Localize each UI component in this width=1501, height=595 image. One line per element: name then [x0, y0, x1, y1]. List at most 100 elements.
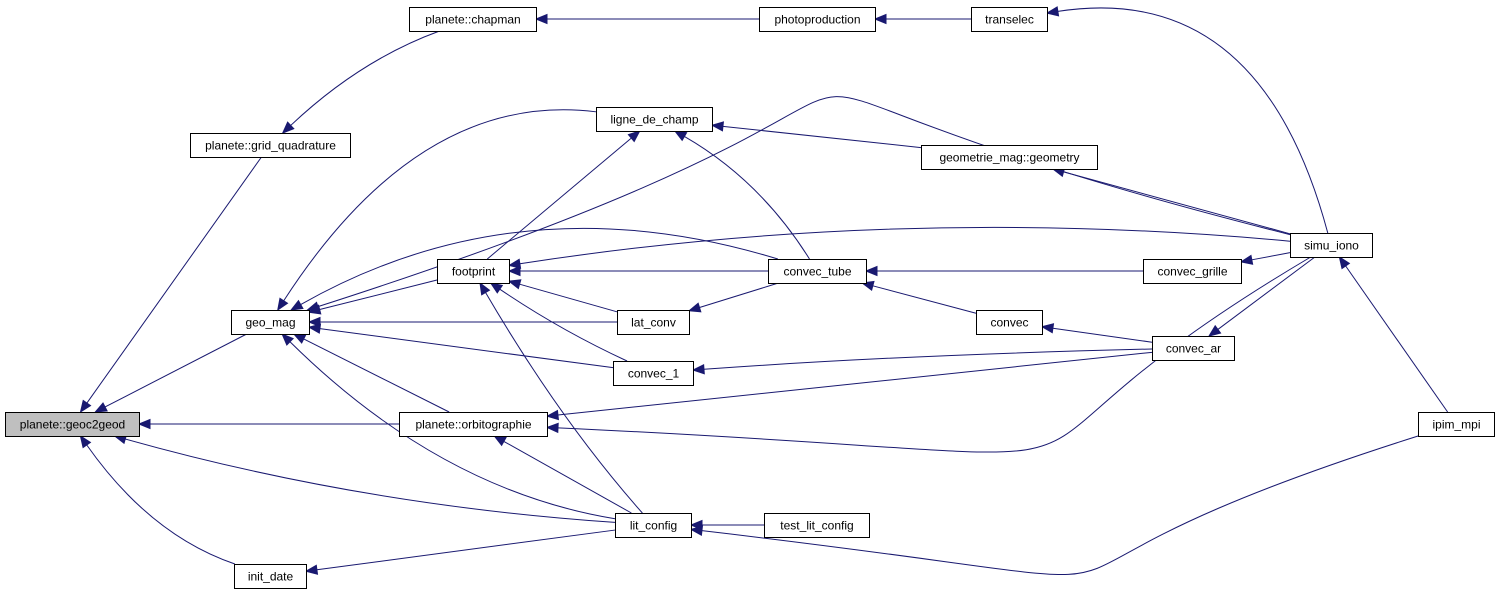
- arrowhead: [507, 258, 522, 269]
- node-box[interactable]: [1418, 412, 1495, 437]
- edge-line: [86, 444, 236, 565]
- node-box[interactable]: [617, 310, 690, 335]
- node-test-lit-config[interactable]: test_lit_config: [764, 513, 870, 538]
- node-geometry[interactable]: geometrie_mag::geometry: [921, 145, 1098, 170]
- arrowhead: [873, 13, 887, 25]
- node-box[interactable]: [921, 145, 1098, 170]
- node-ipim-mpi[interactable]: ipim_mpi: [1418, 412, 1495, 437]
- node-label: lit_config: [630, 519, 677, 533]
- edge-line: [289, 341, 616, 520]
- node-label: planete::geoc2geod: [20, 418, 125, 432]
- edge-line: [316, 529, 616, 571]
- node-convec-tube[interactable]: convec_tube: [768, 259, 867, 284]
- node-box[interactable]: [409, 7, 537, 32]
- arrowhead: [687, 302, 702, 313]
- node-box[interactable]: [234, 564, 307, 589]
- arrowhead: [627, 130, 641, 143]
- node-box[interactable]: [764, 513, 870, 538]
- node-geo-mag[interactable]: geo_mag: [231, 310, 310, 335]
- edge-line: [519, 226, 1291, 265]
- edge-simu_iono-to-transelec: [1045, 6, 1329, 234]
- edge-line: [699, 282, 779, 309]
- arrowhead: [507, 279, 522, 290]
- edge-line: [503, 440, 632, 514]
- node-label: convec: [990, 316, 1028, 330]
- edge-simu_iono-to-geometry: [1051, 166, 1291, 235]
- node-box[interactable]: [1152, 336, 1235, 361]
- node-box[interactable]: [971, 7, 1048, 32]
- node-box[interactable]: [768, 259, 867, 284]
- node-box[interactable]: [615, 513, 692, 538]
- node-label: lat_conv: [631, 316, 676, 330]
- node-box[interactable]: [231, 310, 310, 335]
- nodes-layer: planete::geoc2geod planete::grid_quadratu…: [5, 7, 1495, 589]
- node-box[interactable]: [759, 7, 876, 32]
- edge-line: [86, 156, 262, 404]
- arrowhead: [1239, 254, 1254, 265]
- node-label: footprint: [452, 265, 496, 279]
- edge-convec_tube-to-ligne_de_champ: [673, 130, 810, 260]
- edge-line: [701, 435, 1419, 576]
- arrowhead: [1045, 6, 1060, 17]
- node-geoc2geod[interactable]: planete::geoc2geod: [5, 412, 140, 437]
- node-label: planete::orbitographie: [415, 418, 531, 432]
- arrowhead: [479, 281, 491, 296]
- node-box[interactable]: [1143, 259, 1242, 284]
- node-convec[interactable]: convec: [976, 310, 1043, 335]
- arrowhead: [79, 399, 92, 414]
- node-footprint[interactable]: footprint: [437, 259, 510, 284]
- edge-line: [125, 438, 616, 523]
- node-simu-iono[interactable]: simu_iono: [1290, 233, 1373, 258]
- edge-line: [283, 109, 597, 302]
- edge-line: [486, 137, 632, 260]
- edge-lit_config-to-geoc2geod: [113, 434, 616, 523]
- edge-orbitographie-to-geoc2geod: [137, 418, 399, 430]
- arrowhead: [545, 409, 559, 421]
- node-lit-config[interactable]: lit_config: [615, 513, 692, 538]
- node-convec-grille[interactable]: convec_grille: [1143, 259, 1242, 284]
- node-transelec[interactable]: transelec: [971, 7, 1048, 32]
- edge-lit_config-to-geo_mag: [281, 333, 616, 520]
- node-convec-ar[interactable]: convec_ar: [1152, 336, 1235, 361]
- edge-photoproduction-to-chapman: [534, 13, 759, 25]
- node-label: convec_1: [628, 367, 680, 381]
- edge-line: [1345, 265, 1449, 413]
- node-box[interactable]: [5, 412, 140, 437]
- edge-simu_iono-to-footprint: [507, 226, 1291, 269]
- node-label: convec_tube: [783, 265, 851, 279]
- edge-line: [319, 328, 614, 369]
- node-box[interactable]: [399, 412, 548, 437]
- node-chapman[interactable]: planete::chapman: [409, 7, 537, 32]
- node-label: ipim_mpi: [1432, 418, 1480, 432]
- edge-line: [684, 136, 810, 260]
- node-box[interactable]: [1290, 233, 1373, 258]
- edge-line: [1251, 252, 1291, 261]
- node-label: photoproduction: [774, 13, 860, 27]
- arrowhead: [307, 316, 321, 328]
- edge-line: [557, 351, 1153, 416]
- arrowhead: [94, 402, 108, 413]
- node-box[interactable]: [976, 310, 1043, 335]
- edge-simu_iono-to-convec_grille: [1239, 252, 1291, 265]
- arrowhead: [1040, 323, 1055, 334]
- edge-line: [1052, 327, 1153, 343]
- edge-line: [499, 288, 628, 362]
- node-grid-quadrature[interactable]: planete::grid_quadrature: [190, 133, 351, 158]
- node-lat-conv[interactable]: lat_conv: [617, 310, 690, 335]
- node-convec-1[interactable]: convec_1: [613, 361, 694, 386]
- node-box[interactable]: [613, 361, 694, 386]
- edge-convec_1-to-geo_mag: [307, 323, 614, 369]
- edge-ipim_mpi-to-simu_iono: [1338, 255, 1449, 413]
- node-box[interactable]: [190, 133, 351, 158]
- arrowhead: [304, 564, 319, 575]
- node-box[interactable]: [596, 107, 713, 132]
- node-orbitographie[interactable]: planete::orbitographie: [399, 412, 548, 437]
- node-box[interactable]: [437, 259, 510, 284]
- edge-line: [519, 283, 618, 313]
- node-photoproduction[interactable]: photoproduction: [759, 7, 876, 32]
- edge-line: [303, 338, 450, 413]
- node-ligne-de-champ[interactable]: ligne_de_champ: [596, 107, 713, 132]
- node-init-date[interactable]: init_date: [234, 564, 307, 589]
- arrowhead: [292, 333, 307, 344]
